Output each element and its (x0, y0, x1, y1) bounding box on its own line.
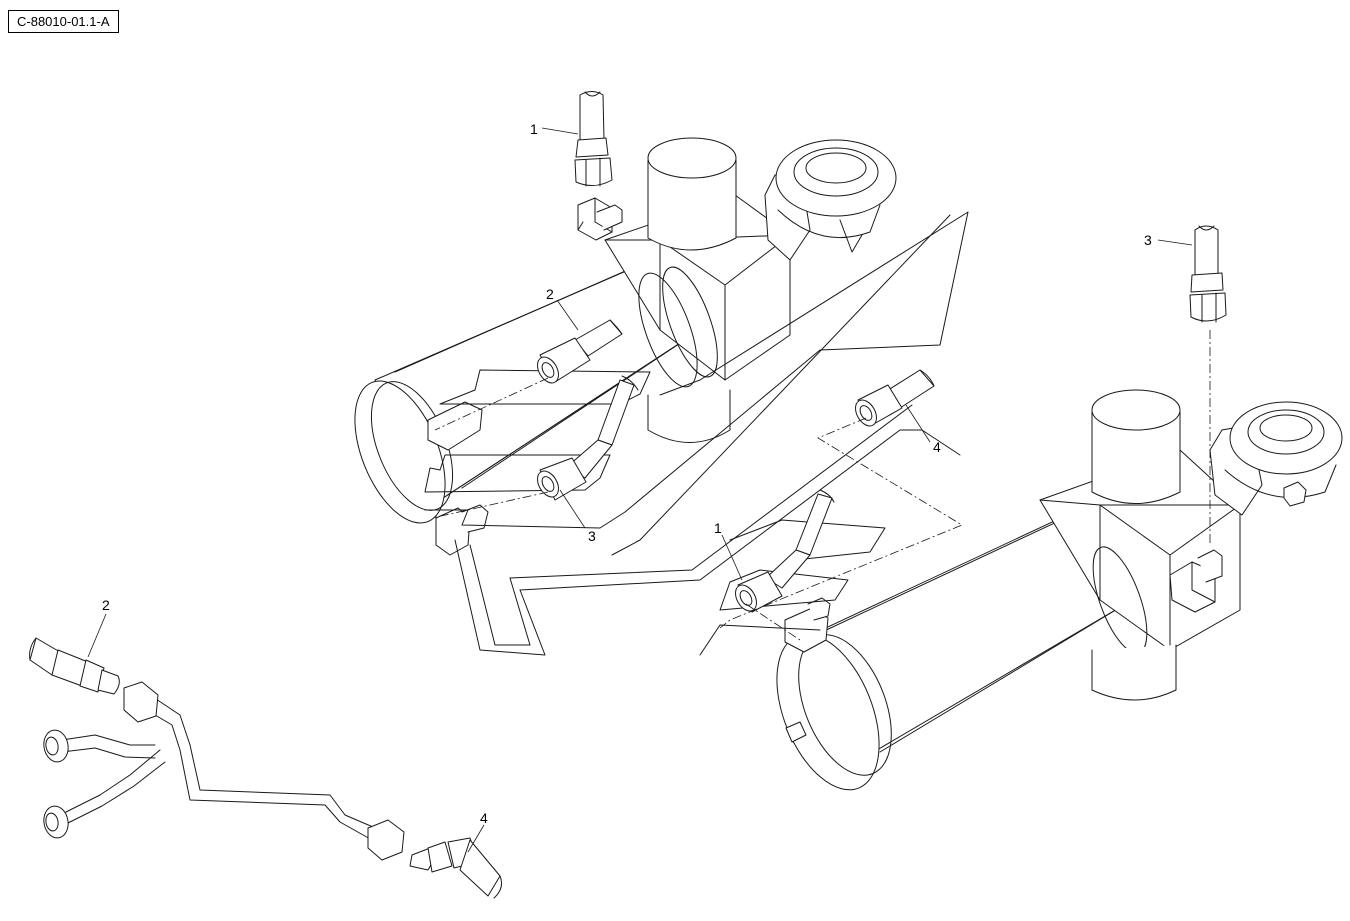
callout-2-lower: 2 (102, 597, 110, 613)
hose-end-fitting (409, 837, 502, 899)
hose-end-fitting (29, 637, 120, 695)
hose-fitting-angled (735, 489, 835, 613)
routing-ribbon-lower (699, 519, 886, 656)
hose-fitting-angled (537, 375, 639, 501)
reference-code: C-88010-01.1-A (8, 10, 119, 33)
callout-1: 1 (530, 121, 538, 137)
routing-ribbon-upper (424, 211, 969, 656)
hydraulic-cylinder-upper (354, 137, 897, 556)
callout-4: 4 (933, 439, 941, 455)
assembly-centerlines (431, 330, 1211, 641)
callout-2: 2 (546, 286, 554, 302)
hose-fitting-straight (855, 369, 935, 427)
callout-1-lower: 1 (714, 520, 722, 536)
callout-4-lower: 4 (480, 810, 488, 826)
hose-fitting-straight (537, 319, 623, 384)
callout-3-right: 3 (1144, 232, 1152, 248)
callout-3: 3 (588, 528, 596, 544)
hydraulic-cylinder-lower (776, 389, 1343, 791)
hose-fitting-straight (574, 91, 613, 187)
rigid-tube-assembly (43, 681, 405, 861)
hose-fitting-straight (1189, 225, 1227, 323)
callout-labels: 1 2 3 4 3 4 1 2 (102, 121, 1152, 826)
callout-leaders (87, 127, 1193, 853)
